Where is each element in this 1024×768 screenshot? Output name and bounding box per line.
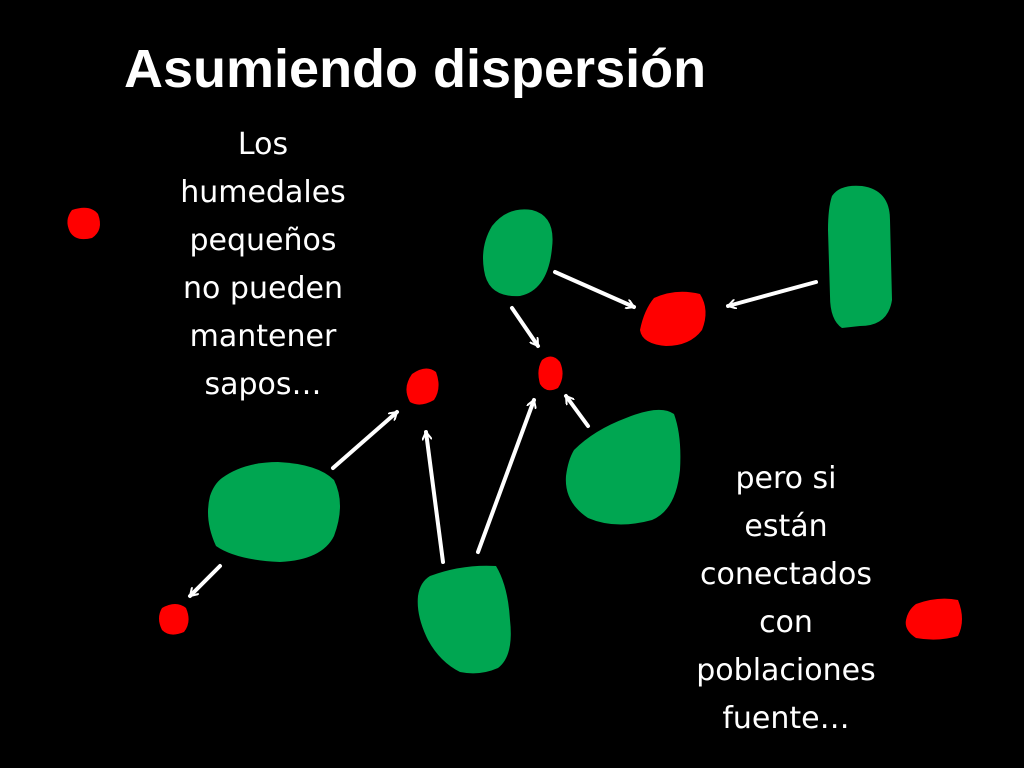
small-wetland [905,598,962,640]
dispersal-arrow [510,306,540,348]
large-wetland [828,185,892,328]
caption-small-wetlands: Los humedales pequeños no pueden mantene… [158,121,368,409]
caption-line: están [744,509,828,544]
small-wetland [67,207,100,240]
slide-title: Asumiendo dispersión [124,39,707,99]
caption-line: pequeños [189,223,337,258]
caption-line: Los [237,127,289,162]
caption-source-populations: pero si están conectados con poblaciones… [676,455,896,743]
dispersal-arrow [188,564,222,598]
dispersal-arrow [726,280,818,306]
large-wetland [417,565,511,674]
dispersal-arrow [426,430,445,564]
caption-line: sapos… [204,367,322,402]
large-wetland [483,209,553,297]
dispersal-arrow [553,270,636,307]
dispersal-arrow [476,398,534,554]
dispersal-arrow [331,410,399,470]
small-wetland [406,368,439,405]
caption-line: conectados [700,557,872,592]
small-wetland [159,604,189,635]
caption-line: poblaciones [696,653,876,688]
caption-line: humedales [180,175,346,210]
large-wetland [208,462,340,562]
large-wetland [565,409,681,525]
caption-line: pero si [735,461,837,496]
small-wetland [640,291,706,346]
caption-line: no pueden [183,271,343,306]
small-wetland [538,356,563,391]
dispersal-arrow [564,394,590,428]
caption-line: con [759,605,813,640]
caption-line: fuente… [722,701,850,736]
caption-line: mantener [189,319,337,354]
